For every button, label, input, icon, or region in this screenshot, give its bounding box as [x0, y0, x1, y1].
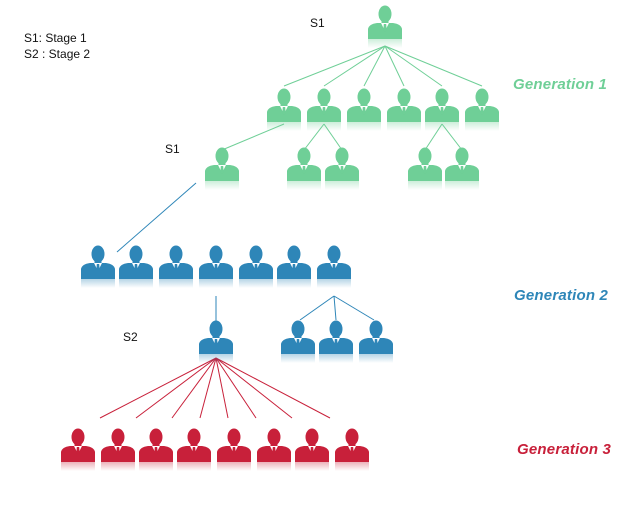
person-icon-g1	[325, 147, 359, 190]
connector-line-g1	[363, 45, 386, 87]
legend-stage-2: S2 : Stage 2	[24, 47, 91, 61]
person-icon-g2	[277, 245, 311, 288]
person-icon-g3	[101, 428, 135, 471]
person-icon-g3	[139, 428, 173, 471]
connector-line-g3	[215, 357, 257, 419]
person-icon-g2	[239, 245, 273, 288]
connector-line-g1	[384, 45, 405, 87]
person-icon-g2	[319, 320, 353, 363]
connector-line-g1	[384, 45, 443, 87]
generation-2-label: Generation 2	[514, 287, 609, 304]
connector-line-g3	[199, 357, 217, 419]
connector-line-g2	[116, 182, 197, 253]
person-icon-g2	[81, 245, 115, 288]
person-icon-g1	[287, 147, 321, 190]
person-icon-g1	[267, 88, 301, 131]
person-icon-g3	[217, 428, 251, 471]
person-icon-g3	[61, 428, 95, 471]
person-icon-g1	[408, 147, 442, 190]
legend-stage-1: S1: Stage 1	[24, 31, 87, 45]
person-icon-g2	[159, 245, 193, 288]
person-icon-g1	[387, 88, 421, 131]
person-icon-g2	[199, 245, 233, 288]
connector-line-g1	[283, 45, 386, 87]
connector-lines	[99, 45, 483, 419]
connector-line-g3	[99, 357, 217, 419]
connector-line-g3	[215, 357, 229, 419]
connector-line-g3	[171, 357, 217, 419]
person-icon-g2	[199, 320, 233, 363]
connector-line-g2	[299, 295, 335, 321]
person-icon-g3	[335, 428, 369, 471]
stage-label-top: S1	[310, 16, 325, 30]
person-icon-g1	[465, 88, 499, 131]
person-icon-g2	[317, 245, 351, 288]
person-icon-g3	[257, 428, 291, 471]
connector-line-g3	[215, 357, 293, 419]
person-icon-g2	[281, 320, 315, 363]
stage-label-middle: S1	[165, 142, 180, 156]
generation-1-label: Generation 1	[513, 76, 608, 93]
people-group	[61, 5, 499, 471]
person-icon-g3	[295, 428, 329, 471]
person-icon-g2	[119, 245, 153, 288]
generation-3-label: Generation 3	[517, 441, 612, 458]
person-icon-g1	[347, 88, 381, 131]
person-icon-g1-root	[368, 5, 402, 48]
legend: S1: Stage 1 S2 : Stage 2	[24, 30, 90, 62]
connector-line-g3	[135, 357, 217, 419]
connector-line-g1	[384, 45, 483, 87]
person-icon-g1	[445, 147, 479, 190]
person-icon-g1	[425, 88, 459, 131]
person-icon-g1	[307, 88, 341, 131]
connector-line-g2	[333, 295, 375, 321]
person-icon-g3	[177, 428, 211, 471]
person-icon-g1	[205, 147, 239, 190]
connector-line-g1	[323, 45, 386, 87]
connector-line-g2	[333, 295, 337, 321]
person-icon-g2	[359, 320, 393, 363]
connector-line-g3	[215, 357, 331, 419]
stage-label-lower: S2	[123, 330, 138, 344]
